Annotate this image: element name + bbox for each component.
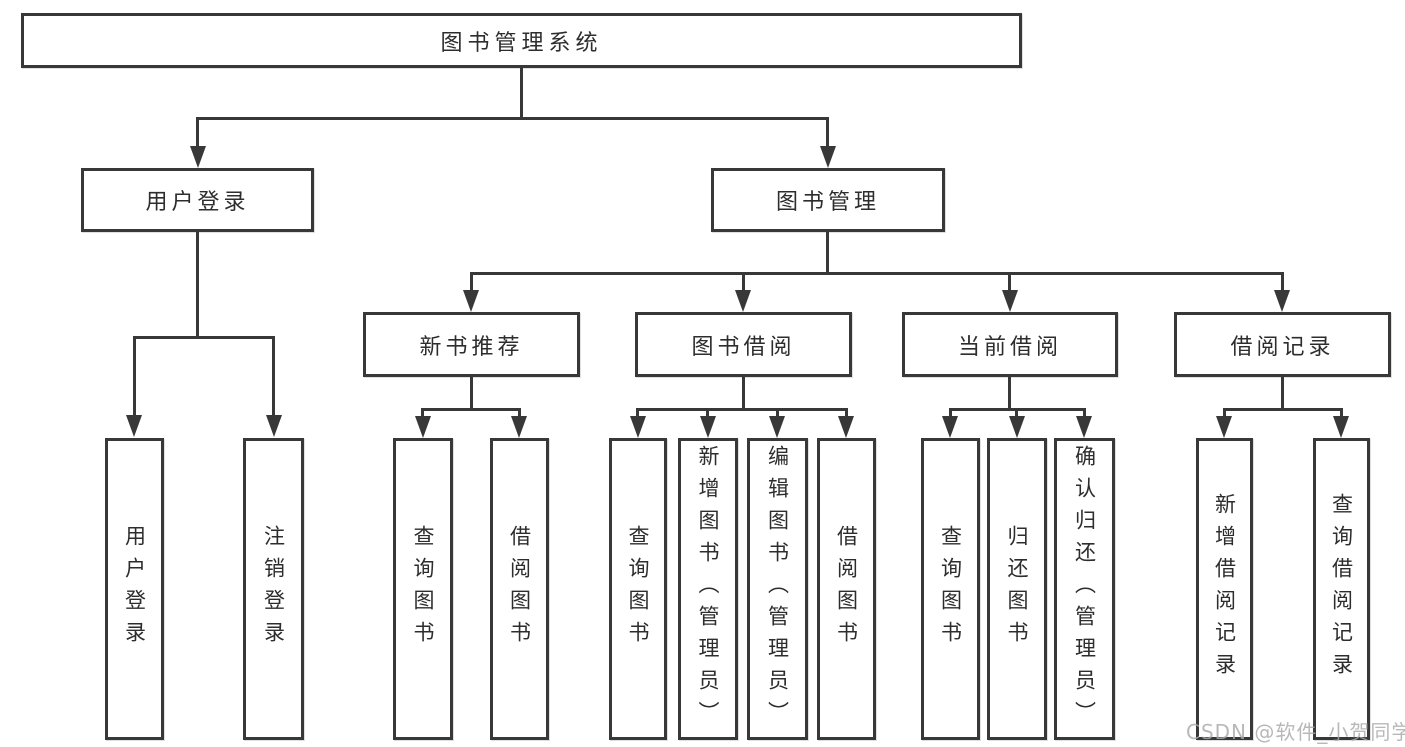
connector-line <box>845 408 848 417</box>
leaf-edit-books-admin: 编辑图书（管理员） <box>747 438 808 740</box>
node-borrowing-records: 借阅记录 <box>1174 312 1391 377</box>
connector-line <box>470 377 473 411</box>
connector-line <box>1281 272 1284 292</box>
arrow-down-icon <box>1333 416 1349 438</box>
node-user-login: 用户登录 <box>81 168 314 232</box>
arrow-down-icon <box>820 146 836 168</box>
leaf-add-books-admin: 新增图书（管理员） <box>678 438 738 740</box>
arrow-down-icon <box>1274 290 1290 312</box>
connector-line <box>1281 377 1284 411</box>
connector-line <box>421 408 424 417</box>
connector-line <box>470 272 473 292</box>
connector-line <box>196 117 199 148</box>
connector-line <box>1008 272 1011 292</box>
connector-line <box>1083 408 1086 417</box>
leaf-borrow-books-recommend: 借阅图书 <box>490 438 549 740</box>
leaf-logout: 注销登录 <box>243 438 304 740</box>
connector-line <box>272 336 275 416</box>
connector-line <box>742 272 745 292</box>
arrow-down-icon <box>266 415 282 437</box>
arrow-down-icon <box>735 290 751 312</box>
connector-line <box>776 408 779 417</box>
csdn-watermark: CSDN @软件_小贺同学 <box>1186 720 1405 744</box>
arrow-down-icon <box>511 416 527 438</box>
arrow-down-icon <box>190 146 206 168</box>
leaf-add-borrow-record: 新增借阅记录 <box>1196 438 1253 740</box>
leaf-borrow-books-borrowing: 借阅图书 <box>817 438 876 740</box>
connector-line <box>949 408 952 417</box>
node-current-borrowing: 当前借阅 <box>902 312 1118 377</box>
connector-line <box>1008 377 1011 411</box>
connector-line <box>520 68 523 118</box>
arrow-down-icon <box>1076 416 1092 438</box>
leaf-user-login: 用户登录 <box>105 438 164 740</box>
arrow-down-icon <box>942 416 958 438</box>
leaf-query-borrow-record: 查询借阅记录 <box>1313 438 1370 740</box>
leaf-query-books-borrowing: 查询图书 <box>609 438 667 740</box>
leaf-query-books-current: 查询图书 <box>921 438 980 740</box>
arrow-down-icon <box>1009 416 1025 438</box>
connector-line <box>421 408 521 411</box>
connector-line <box>470 272 1284 275</box>
connector-line <box>1340 408 1343 417</box>
leaf-confirm-return-admin: 确认归还（管理员） <box>1054 438 1115 740</box>
leaf-return-books: 归还图书 <box>987 438 1047 740</box>
connector-line <box>706 408 709 417</box>
connector-line <box>196 232 199 339</box>
connector-line <box>133 336 136 416</box>
arrow-down-icon <box>630 416 646 438</box>
connector-line <box>826 232 829 275</box>
node-book-management: 图书管理 <box>711 168 945 232</box>
arrow-down-icon <box>415 416 431 438</box>
arrow-down-icon <box>1216 416 1232 438</box>
connector-line <box>196 117 829 120</box>
arrow-down-icon <box>463 290 479 312</box>
connector-line <box>826 117 829 148</box>
connector-line <box>133 336 275 339</box>
arrow-down-icon <box>838 416 854 438</box>
arrow-down-icon <box>700 416 716 438</box>
connector-line <box>742 377 745 411</box>
connector-line <box>1015 408 1018 417</box>
connector-line <box>518 408 521 417</box>
connector-line <box>636 408 639 417</box>
leaf-query-books-recommend: 查询图书 <box>393 438 453 740</box>
arrow-down-icon <box>126 415 142 437</box>
node-new-book-recommendation: 新书推荐 <box>363 312 580 377</box>
node-library-system: 图书管理系统 <box>21 13 1022 68</box>
arrow-down-icon <box>769 416 785 438</box>
node-book-borrowing: 图书借阅 <box>635 312 852 377</box>
arrow-down-icon <box>1002 290 1018 312</box>
connector-line <box>1223 408 1226 417</box>
connector-line <box>636 408 847 411</box>
connector-line <box>1223 408 1343 411</box>
